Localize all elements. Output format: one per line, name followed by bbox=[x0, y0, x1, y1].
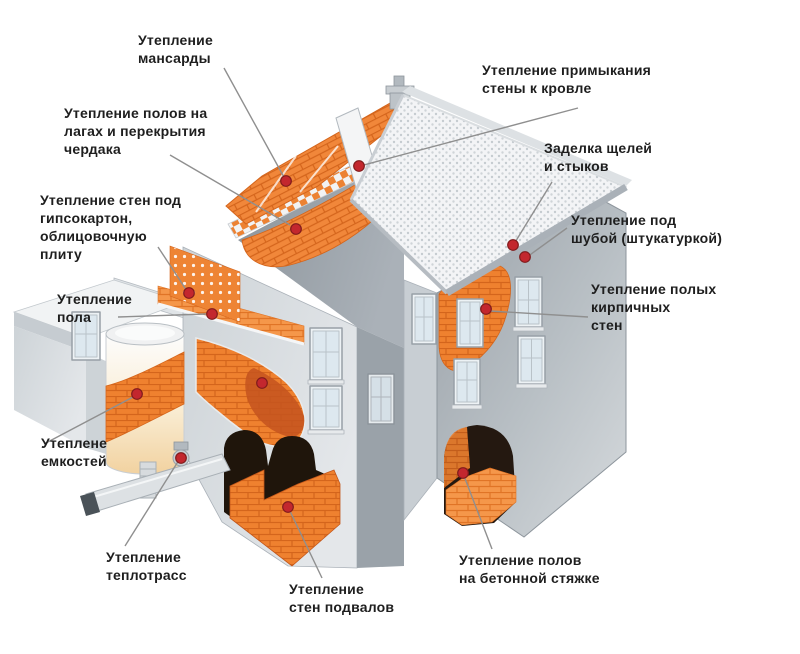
marker-roof-junction bbox=[353, 160, 365, 172]
leader-mains bbox=[124, 459, 180, 547]
left-basement-cutaway bbox=[224, 430, 341, 567]
marker-basement-walls bbox=[282, 501, 294, 513]
leader-sealing bbox=[513, 181, 553, 245]
leader-stucco bbox=[526, 227, 568, 258]
leader-screed bbox=[463, 475, 493, 550]
leader-floor bbox=[117, 313, 207, 318]
marker-attic bbox=[280, 175, 292, 187]
marker-mains bbox=[175, 452, 187, 464]
label-floors-on-concrete-screed-insulation: Утепление полов на бетонной стяжке bbox=[459, 552, 600, 586]
leader-attic bbox=[223, 67, 286, 180]
leader-drywall bbox=[157, 246, 188, 292]
marker-stucco bbox=[519, 251, 531, 263]
leader-tank bbox=[43, 395, 136, 445]
label-wall-to-roof-junction-insulation: Утепление примыкания стены к кровле bbox=[482, 62, 651, 96]
drywall-insulation-wall bbox=[169, 245, 241, 323]
window bbox=[451, 358, 483, 410]
marker-front-wall-patch bbox=[256, 377, 268, 389]
window bbox=[512, 276, 545, 332]
label-attic-insulation: Утепление мансарды bbox=[138, 32, 213, 66]
marker-screed bbox=[457, 467, 469, 479]
window bbox=[515, 335, 548, 389]
storage-tank bbox=[105, 322, 185, 475]
marker-drywall bbox=[183, 287, 195, 299]
window bbox=[456, 298, 484, 348]
label-heating-mains-insulation: Утепление теплотрасс bbox=[106, 549, 187, 583]
mid-side-wall bbox=[357, 327, 404, 568]
window bbox=[307, 327, 345, 385]
label-basement-walls-insulation: Утепление стен подвалов bbox=[289, 581, 395, 615]
window bbox=[307, 385, 345, 435]
label-floors-on-joists-attic-deck-insulation: Утепление полов на лагах и перекрытия че… bbox=[64, 105, 208, 157]
leader-lines bbox=[43, 67, 589, 579]
label-walls-under-drywall-cladding-insulation: Утепление стен под гипсокартон, облицово… bbox=[40, 192, 182, 262]
label-floor-insulation: Утепление пола bbox=[57, 291, 132, 325]
marker-floor bbox=[206, 308, 218, 320]
window bbox=[71, 311, 101, 361]
heating-pipes bbox=[80, 441, 231, 516]
terrace-block bbox=[12, 277, 186, 470]
window bbox=[411, 293, 437, 345]
window bbox=[367, 373, 395, 425]
leader-roof-junction bbox=[359, 107, 579, 167]
roof bbox=[349, 86, 632, 297]
marker-sealing bbox=[507, 239, 519, 251]
leader-basement-walls bbox=[288, 508, 323, 579]
marker-dots bbox=[131, 160, 531, 513]
leader-joist-floor bbox=[169, 154, 291, 226]
label-hollow-brick-walls-insulation: Утепление полых кирпичных стен bbox=[591, 281, 717, 333]
marker-joist-floor bbox=[290, 223, 302, 235]
label-sealing-cracks-and-joints: Заделка щелей и стыков bbox=[544, 140, 653, 174]
label-insulation-under-stucco-coat: Утепление под шубой (штукатуркой) bbox=[571, 212, 723, 246]
marker-hollow-brick bbox=[480, 303, 492, 315]
leader-hollow-brick bbox=[489, 310, 589, 318]
right-basement-cutaway bbox=[444, 425, 517, 526]
marker-tank bbox=[131, 388, 143, 400]
windows bbox=[71, 276, 548, 435]
label-tank-insulation: Утеплене емкостей bbox=[41, 435, 108, 469]
